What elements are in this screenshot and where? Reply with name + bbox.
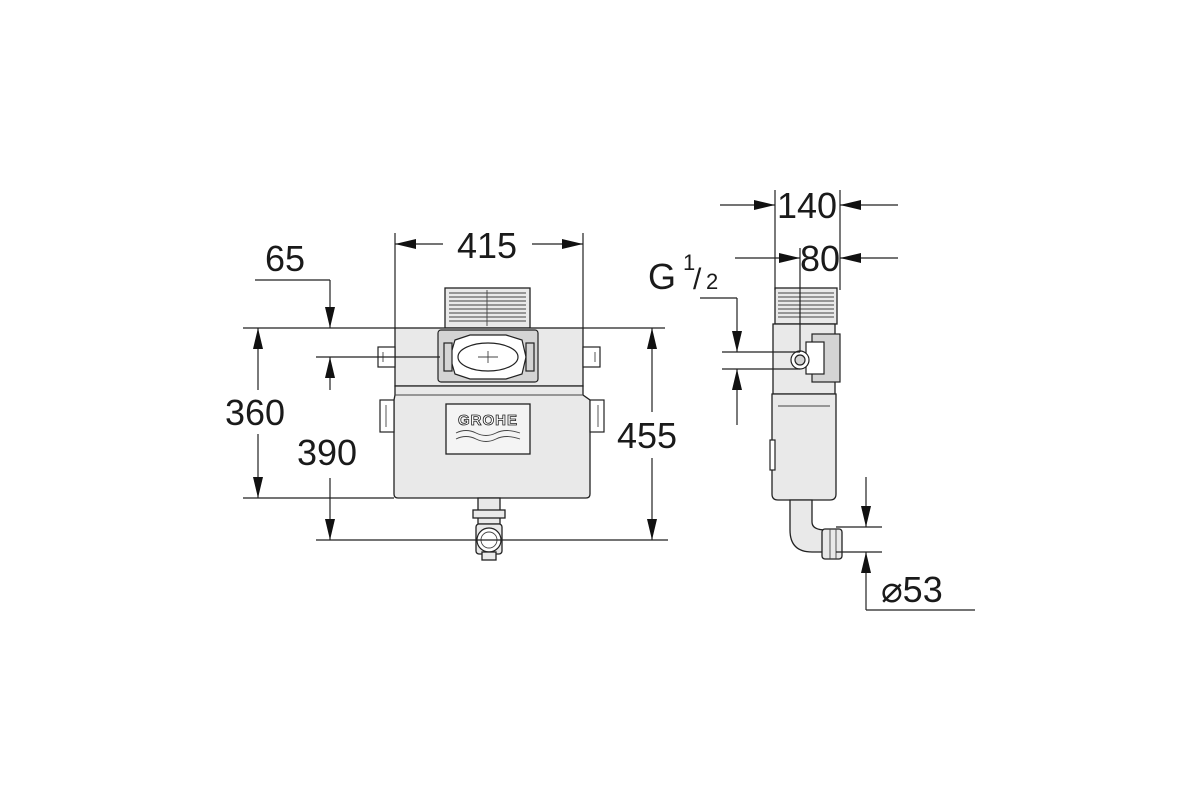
dimension-415: 415 — [394, 225, 584, 328]
thread-numerator-label: 1 — [683, 250, 695, 275]
side-top-frame — [774, 287, 838, 325]
dimension-80: 80 — [735, 238, 898, 352]
thread-slash: / — [693, 263, 702, 296]
cistern-body: GROHE — [379, 385, 605, 499]
dimension-390: 390 — [297, 432, 668, 541]
dim-total-height-label: 455 — [617, 415, 677, 456]
side-outlet-elbow — [789, 499, 843, 560]
dimension-65: 65 — [255, 238, 440, 390]
top-frame — [444, 287, 531, 329]
grohe-logo-plate — [445, 403, 531, 455]
front-view: GROHE 415 65 — [225, 225, 677, 561]
thread-callout: G 1 / 2 — [648, 250, 800, 425]
thread-prefix-label: G — [648, 256, 676, 297]
thread-denominator-label: 2 — [706, 269, 718, 294]
dimension-455: 455 — [583, 327, 677, 540]
dim-inner-depth-label: 80 — [800, 238, 840, 279]
dim-outlet-height-label: 390 — [297, 432, 357, 473]
side-view: 140 80 G 1 / 2 — [648, 185, 975, 611]
dimension-diameter-53: ⌀53 — [836, 477, 975, 611]
dim-width-label: 415 — [457, 225, 517, 266]
dim-offset-label: 65 — [265, 238, 305, 279]
grohe-logo-text: GROHE — [458, 412, 518, 429]
dim-outlet-diameter-label: ⌀53 — [881, 569, 943, 610]
side-body — [769, 323, 841, 501]
dimension-360: 360 — [225, 327, 395, 499]
dim-inner-height-label: 360 — [225, 392, 285, 433]
upper-housing — [377, 327, 601, 387]
front-outlet-pipe — [472, 497, 506, 561]
dim-depth-label: 140 — [777, 185, 837, 226]
dimension-140: 140 — [720, 185, 898, 290]
